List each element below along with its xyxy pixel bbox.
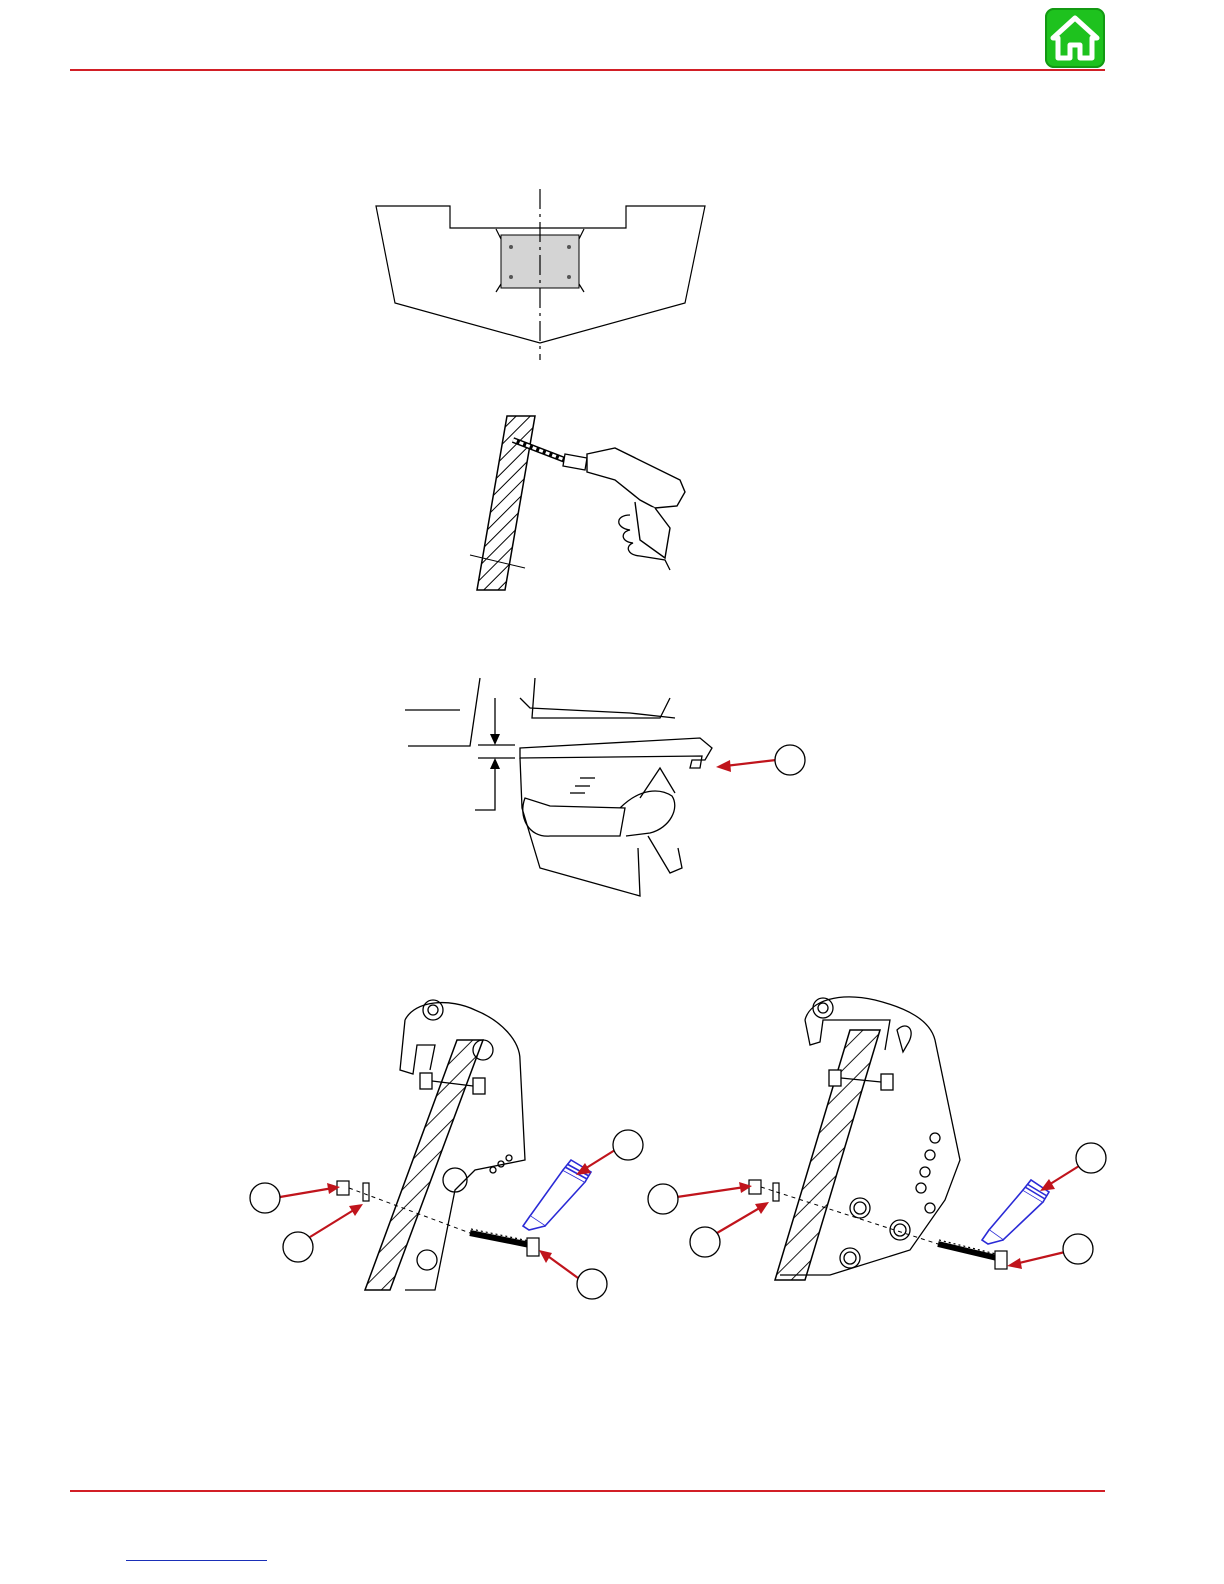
- drilling-figure: [465, 410, 705, 595]
- home-button[interactable]: [1045, 8, 1105, 68]
- clamp-bracket-left-figure: [245, 990, 650, 1305]
- sealant-tube-icon: [982, 1180, 1049, 1244]
- clamp-bracket-right-figure: [645, 990, 1110, 1290]
- bolt-head: [995, 1251, 1007, 1269]
- nut: [337, 1181, 349, 1195]
- home-icon: [1045, 8, 1105, 68]
- header-rule: [70, 69, 1105, 71]
- footer-rule: [70, 1490, 1105, 1492]
- transom-section: [775, 1030, 880, 1280]
- nut: [749, 1180, 761, 1194]
- callout-circle: [775, 745, 805, 775]
- washer: [363, 1183, 369, 1201]
- transom-template-figure: [370, 185, 715, 363]
- bolt-head: [527, 1238, 539, 1256]
- footer-link[interactable]: [126, 1548, 267, 1561]
- gearcase-figure: [400, 668, 820, 903]
- drill-body: [587, 448, 685, 508]
